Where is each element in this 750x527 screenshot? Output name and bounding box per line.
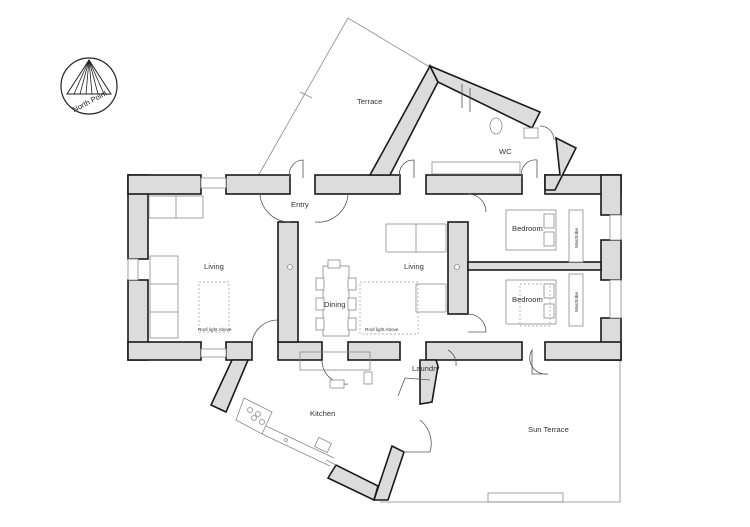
wardrobe-top-label: Wardrobe [574,228,579,248]
doors [251,84,555,453]
room-label-laundry: Laundry [412,364,440,373]
roof-light-left-note: Roof light Above [198,327,232,332]
walls [127,64,622,502]
room-label-kitchen: Kitchen [310,409,335,418]
room-label-bedroom-top: Bedroom [512,224,543,233]
room-label-bedroom-bottom: Bedroom [512,295,543,304]
roof-lights: Roof light Above Roof light Above [198,327,399,332]
room-label-terrace: Terrace [357,97,382,106]
wardrobe-bottom-label: Wardrobe [574,292,579,312]
furniture [148,117,584,467]
room-label-sun-terrace: Sun Terrace [528,425,569,434]
room-label-wc: WC [499,147,512,156]
room-labels: Terrace WC Entry Living Living Dining Be… [204,97,569,434]
room-label-entry: Entry [291,200,309,209]
north-point-symbol: North Point [60,57,118,115]
roof-light-right-note: Roof light Above [365,327,399,332]
room-label-living-right: Living [404,262,424,271]
heater-icon [454,264,460,270]
heater-icon [287,264,293,270]
room-label-dining: Dining [324,300,346,309]
windows [127,161,622,358]
room-label-living-left: Living [204,262,224,271]
